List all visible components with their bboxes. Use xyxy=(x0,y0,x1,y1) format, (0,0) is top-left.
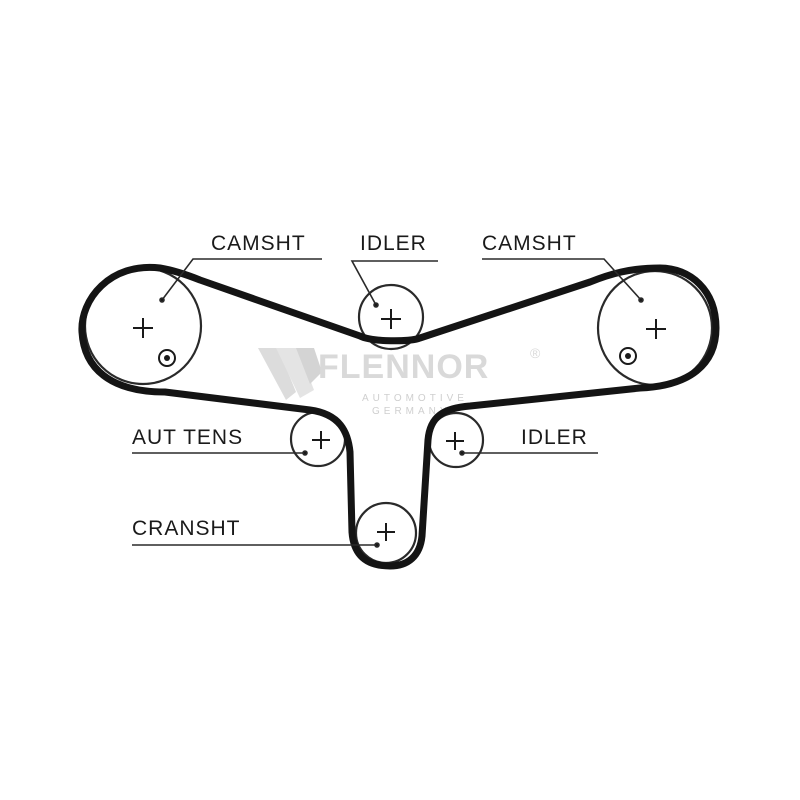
label-crankshaft: CRANSHT xyxy=(132,517,241,540)
leader-camshaft-left xyxy=(161,258,322,301)
leader-lines xyxy=(132,258,644,548)
pulley-idler-top xyxy=(357,283,425,351)
label-auto-tensioner: AUT TENS xyxy=(132,426,243,449)
watermark-brand: FLENNOR xyxy=(318,348,489,386)
label-idler-top: IDLER xyxy=(360,232,427,255)
watermark-line2: GERMANY xyxy=(372,406,451,417)
leader-camshaft-right xyxy=(482,258,642,301)
timing-belt xyxy=(78,263,720,570)
watermark-registered: ® xyxy=(530,345,541,361)
watermark-line1: AUTOMOTIVE xyxy=(362,393,468,404)
watermark-logo-icon xyxy=(258,348,322,400)
label-camshaft-left: CAMSHT xyxy=(211,232,306,255)
label-camshaft-right: CAMSHT xyxy=(482,232,577,255)
pulley-crankshaft xyxy=(354,501,418,565)
label-idler-right: IDLER xyxy=(521,426,588,449)
leader-idler-top xyxy=(350,260,438,306)
watermark: FLENNOR ® AUTOMOTIVE GERMANY xyxy=(258,345,541,417)
